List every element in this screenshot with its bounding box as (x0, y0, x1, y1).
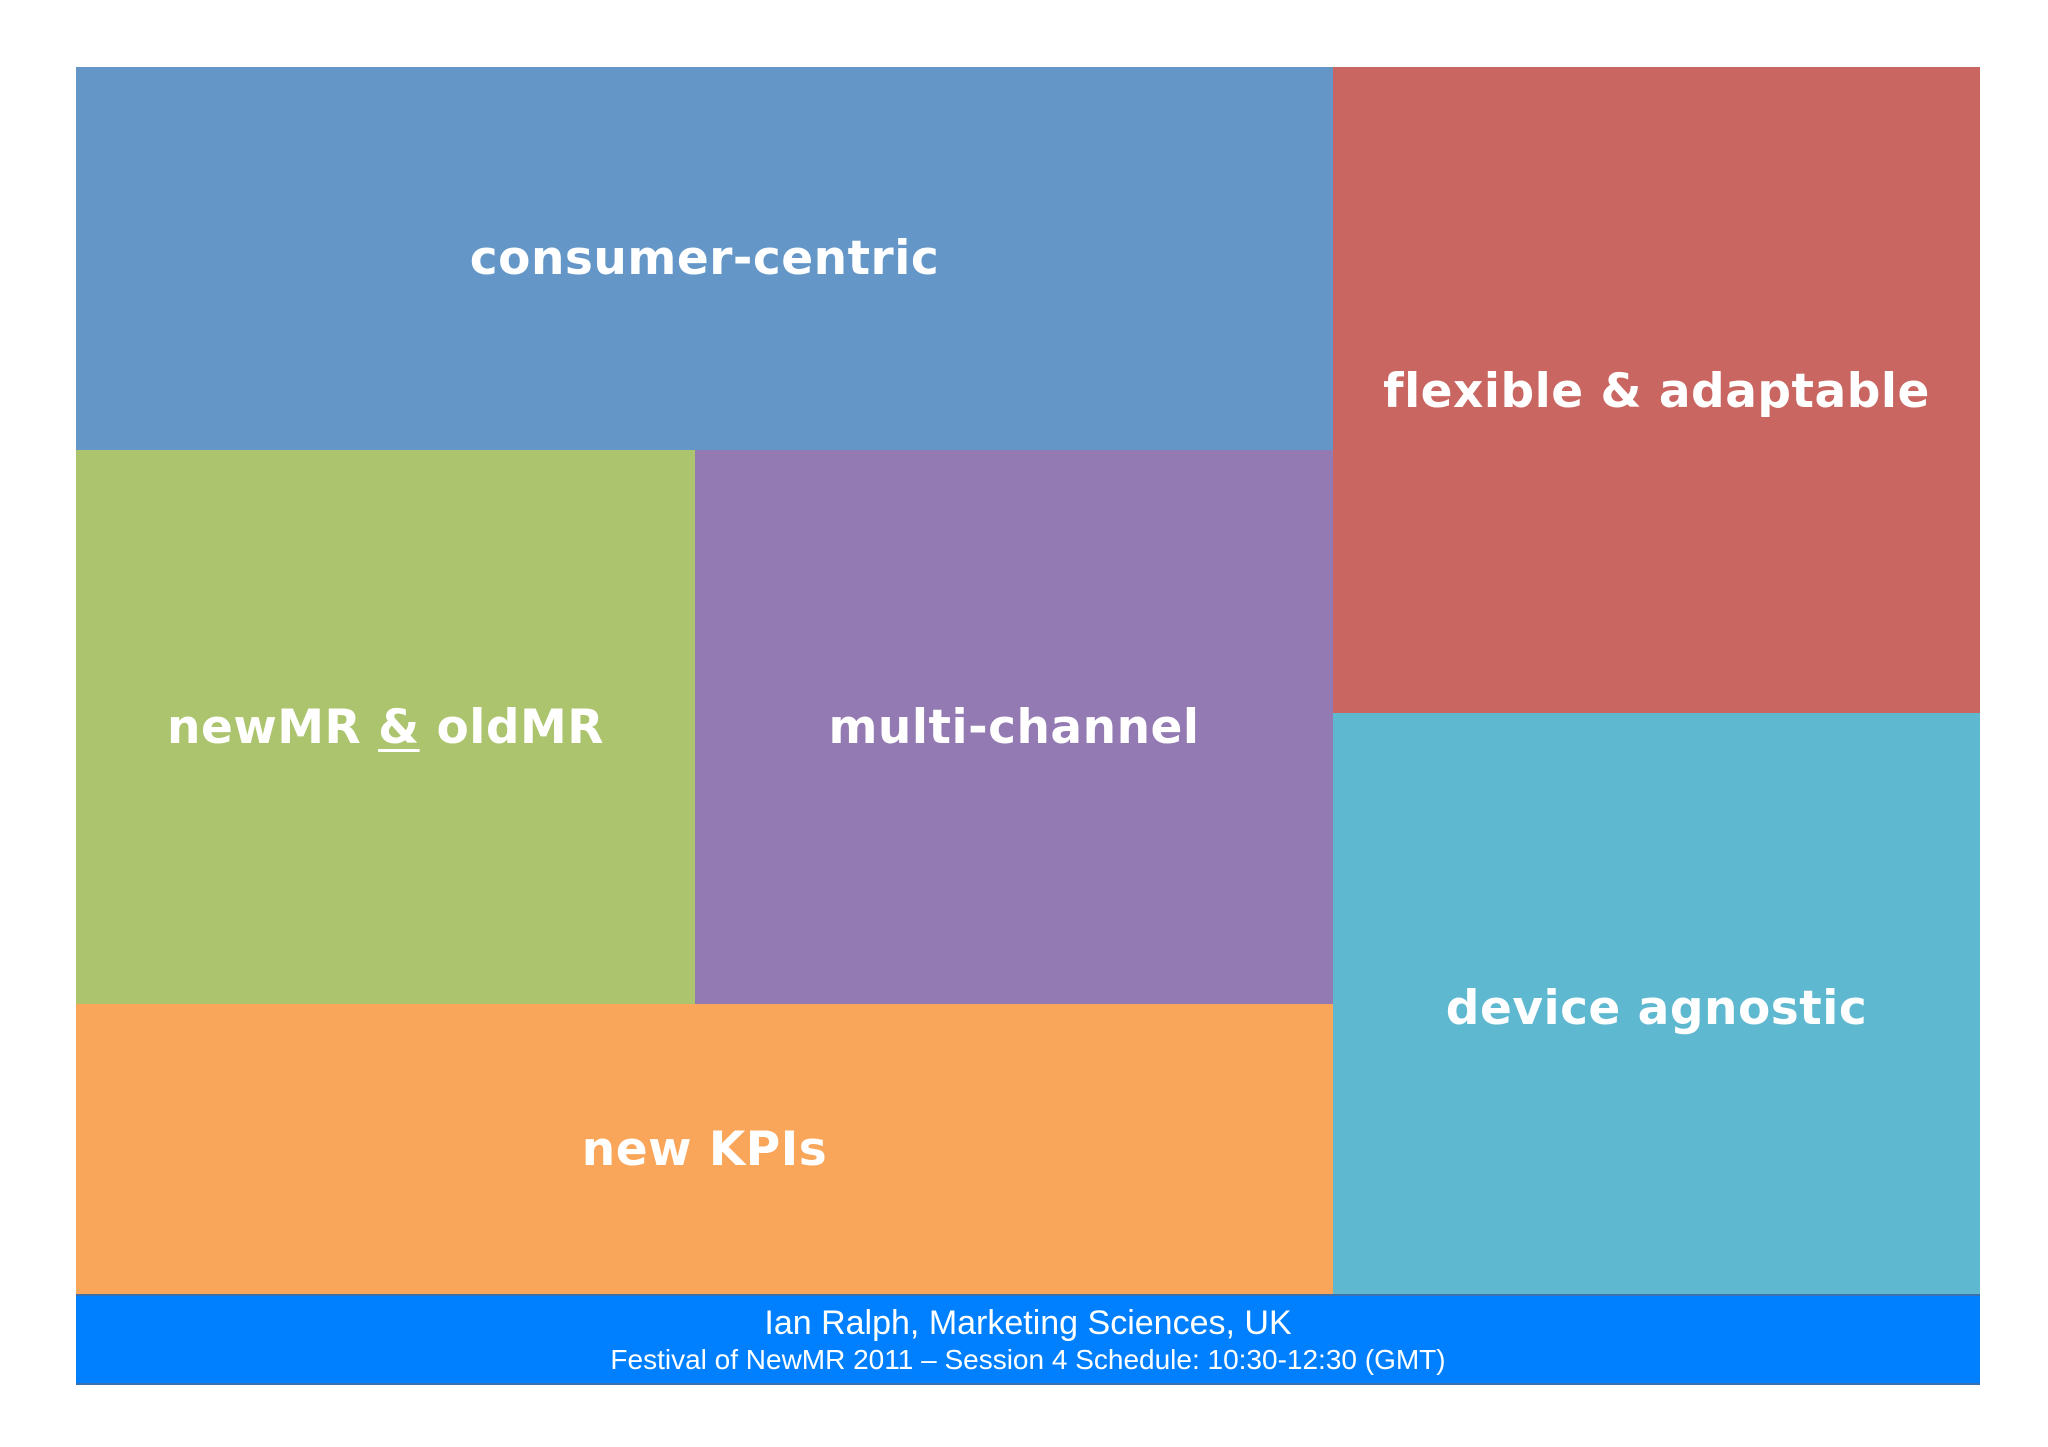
footer-session: Festival of NewMR 2011 – Session 4 Sched… (610, 1343, 1446, 1375)
tile-newmr-oldmr: newMR & oldMR (76, 450, 695, 1004)
tile-label: device agnostic (1445, 981, 1868, 1036)
tile-new-kpis: new KPIs (76, 1004, 1333, 1294)
tile-multi-channel: multi-channel (695, 450, 1333, 1004)
tile-label: multi-channel (828, 699, 1200, 755)
tile-label: flexible & adaptable (1383, 364, 1930, 419)
tile-label-part: oldMR (419, 699, 604, 755)
tile-label: consumer-centric (469, 231, 940, 286)
footer-banner: Ian Ralph, Marketing Sciences, UK Festiv… (76, 1294, 1980, 1385)
tile-flexible-adaptable: flexible & adaptable (1333, 67, 1980, 713)
tile-device-agnostic: device agnostic (1333, 713, 1980, 1294)
tile-consumer-centric: consumer-centric (76, 67, 1333, 450)
tile-label-ampersand: & (378, 699, 420, 755)
tile-label: newMR & oldMR (167, 700, 604, 755)
tile-label: new KPIs (581, 1121, 828, 1177)
footer-author: Ian Ralph, Marketing Sciences, UK (764, 1303, 1292, 1342)
tile-label-part: newMR (167, 699, 379, 755)
